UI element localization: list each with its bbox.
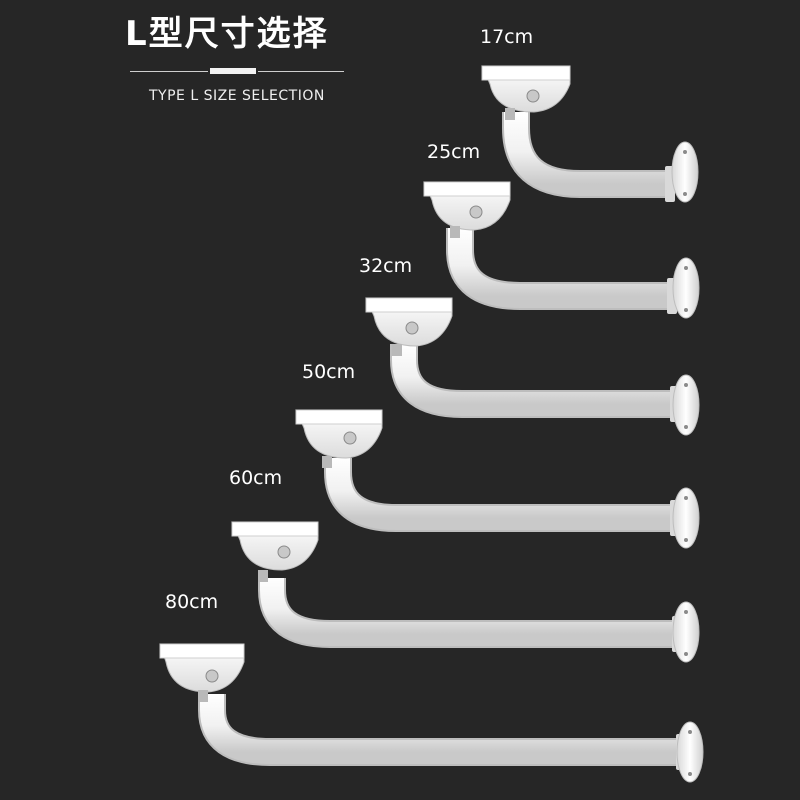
- page-subtitle: TYPE L SIZE SELECTION: [149, 88, 325, 104]
- size-label-32cm: 32cm: [359, 255, 413, 277]
- bracket-60cm: [231, 521, 700, 663]
- bracket-25cm: [423, 181, 700, 319]
- size-label-17cm: 17cm: [480, 26, 534, 48]
- title-divider-right: [258, 71, 344, 72]
- size-label-25cm: 25cm: [427, 141, 481, 163]
- title-divider-mark: [210, 68, 256, 74]
- bracket-80cm: [159, 643, 704, 783]
- size-label-50cm: 50cm: [302, 361, 356, 383]
- bracket-17cm: [481, 65, 699, 203]
- bracket-50cm: [295, 409, 700, 549]
- title-divider-left: [130, 71, 208, 72]
- bracket-32cm: [365, 297, 700, 436]
- page-title: L型尺寸选择: [125, 14, 329, 54]
- size-label-60cm: 60cm: [229, 467, 283, 489]
- size-label-80cm: 80cm: [165, 591, 219, 613]
